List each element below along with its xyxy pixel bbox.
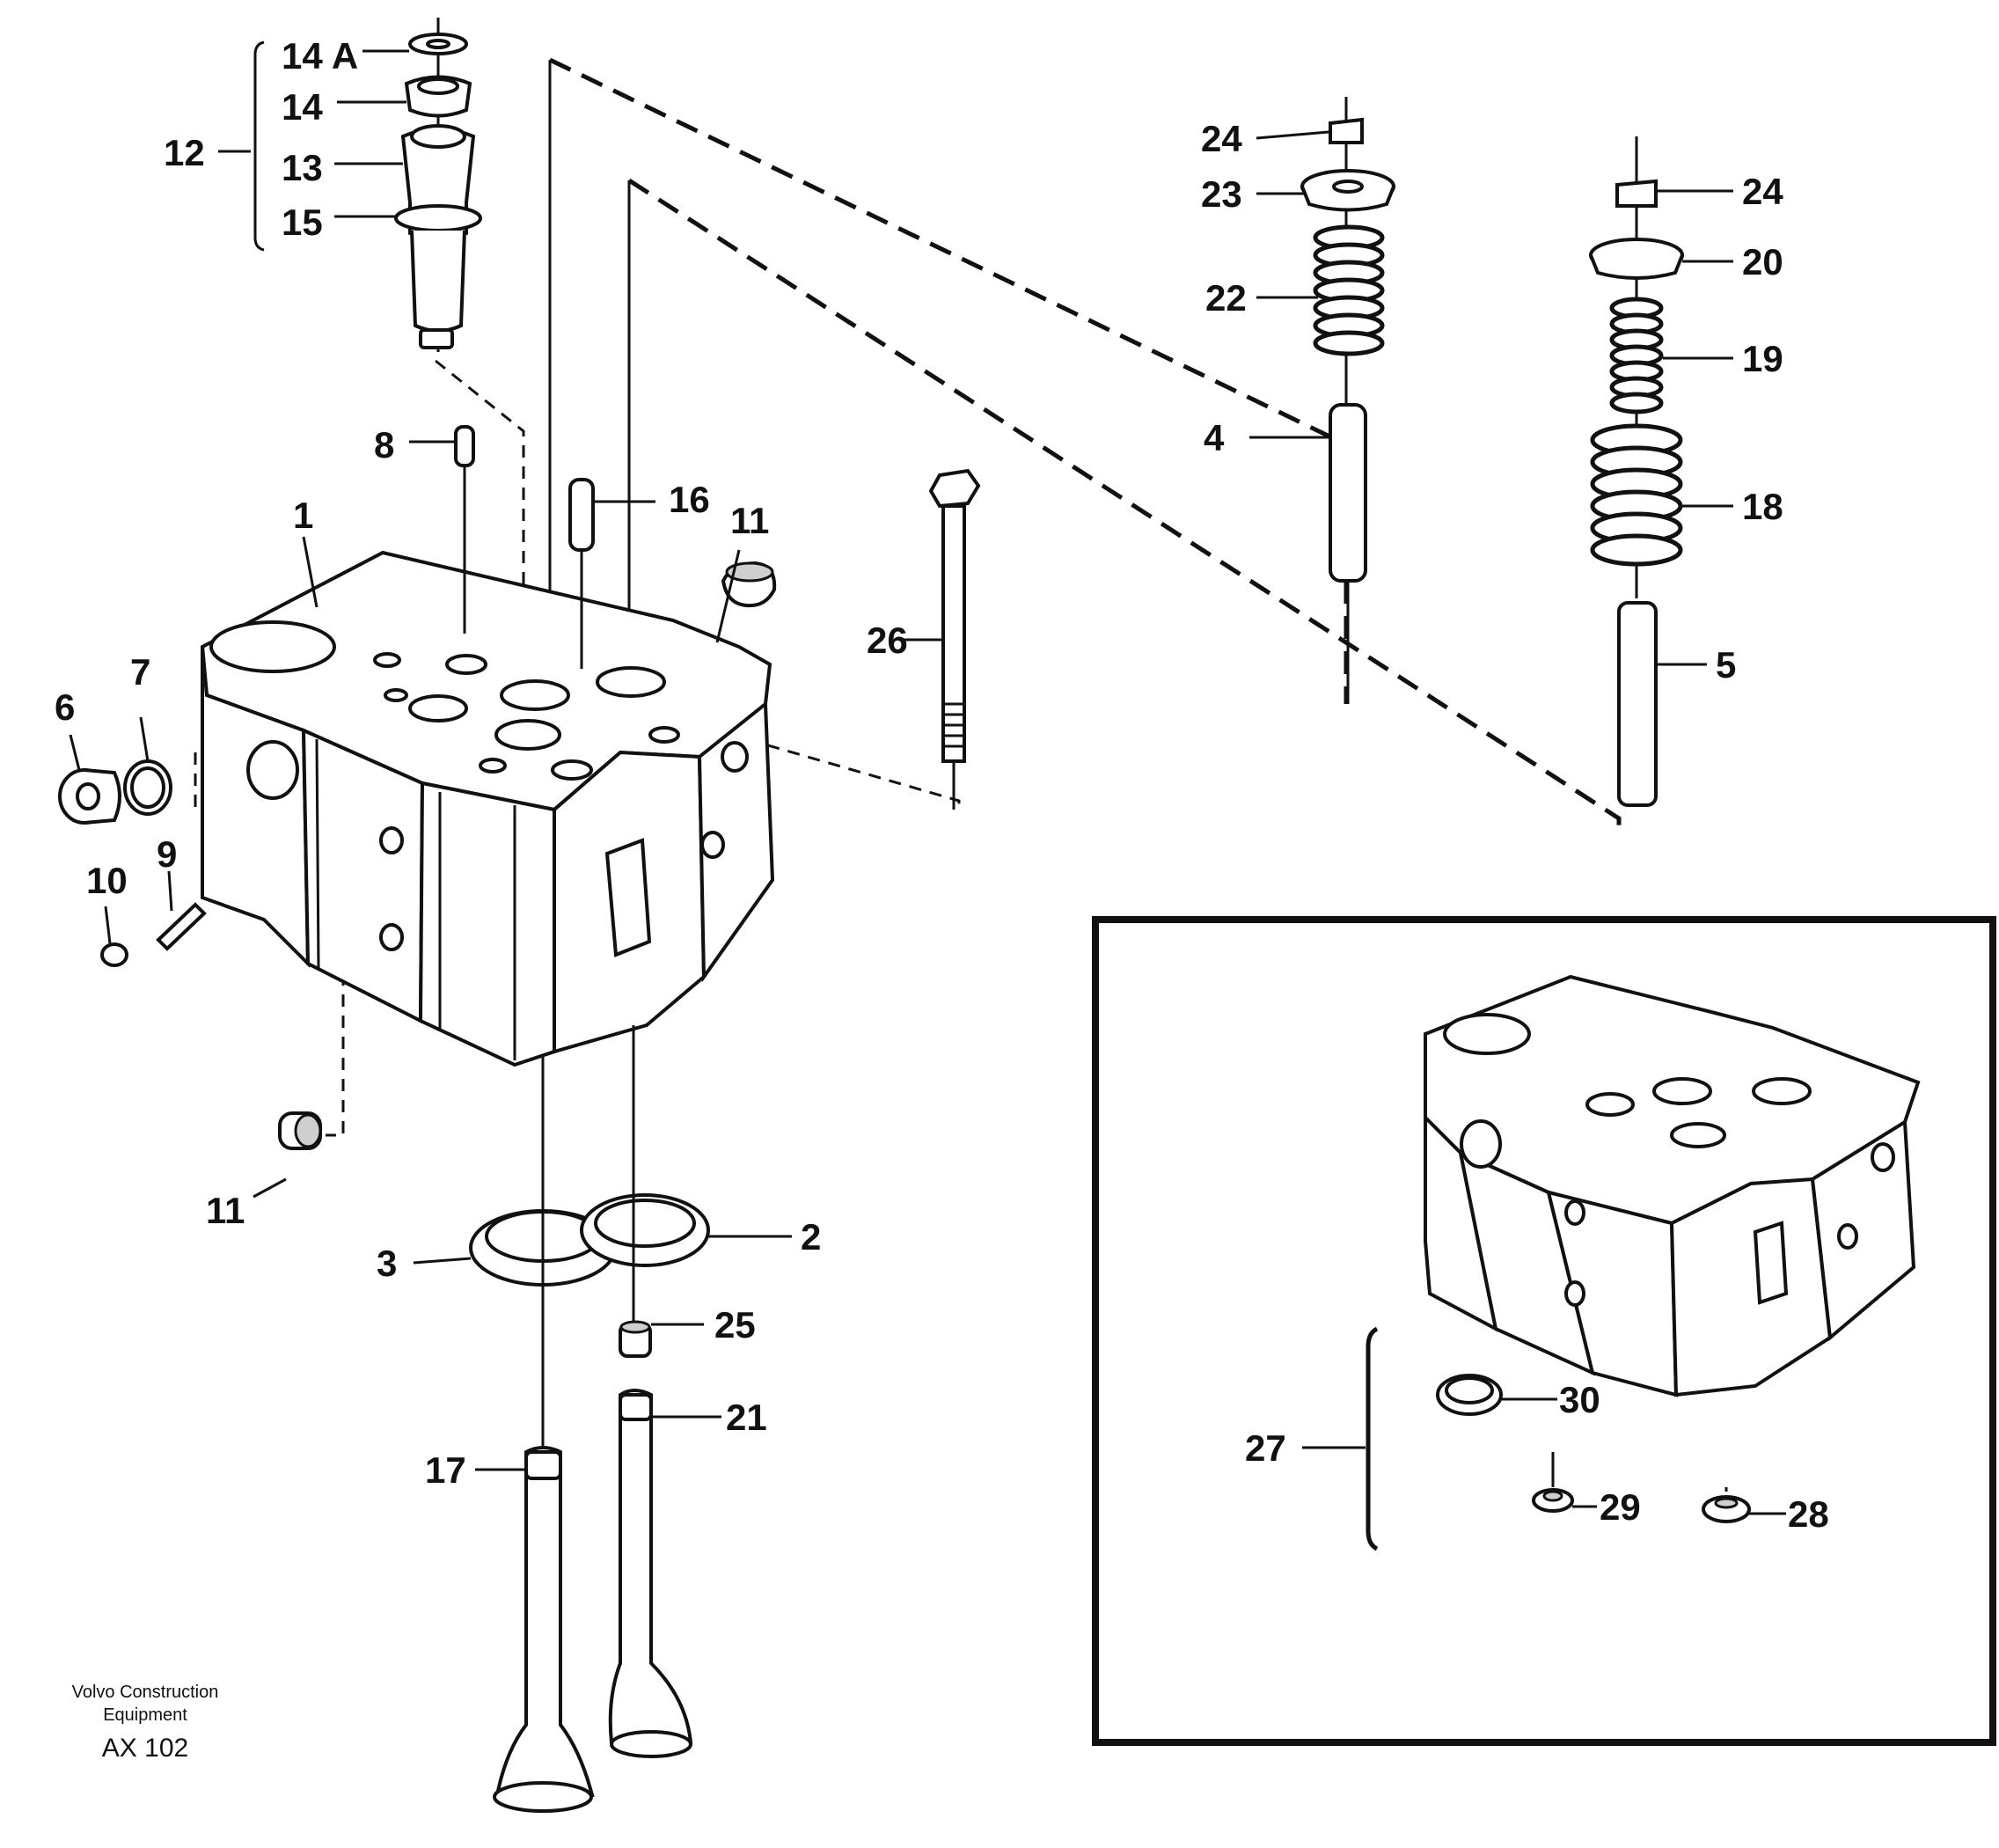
label-18: 18 (1742, 486, 1783, 527)
valve-guide-4-assembly (1300, 97, 1395, 704)
part-labels: 14 A 14 12 13 15 8 16 11 1 26 7 6 9 10 1… (55, 35, 1829, 1535)
valve-guide-5-assembly (1589, 136, 1684, 807)
plug-11-bottom (278, 1111, 322, 1150)
caption-company-line2: Equipment (103, 1705, 187, 1725)
label-8: 8 (374, 424, 394, 466)
label-26: 26 (867, 620, 908, 661)
caption-company: Volvo Construction (72, 1683, 219, 1702)
label-2: 2 (801, 1216, 821, 1258)
label-14A: 14 A (282, 35, 358, 77)
bolt-26 (928, 468, 981, 810)
label-12: 12 (164, 132, 205, 173)
label-19: 19 (1742, 338, 1783, 379)
label-21: 21 (726, 1397, 767, 1438)
plug-11-top (721, 561, 777, 608)
plug-6 (58, 768, 121, 825)
label-30: 30 (1559, 1379, 1600, 1420)
label-6: 6 (55, 686, 75, 728)
label-25: 25 (714, 1304, 756, 1346)
label-5: 5 (1716, 644, 1736, 686)
label-9: 9 (157, 833, 177, 875)
label-24-right: 24 (1742, 171, 1783, 212)
label-22: 22 (1205, 277, 1247, 319)
dowel-pin-16 (568, 478, 595, 669)
cylinder-head (200, 550, 775, 1067)
label-13: 13 (282, 147, 323, 188)
label-14: 14 (282, 86, 323, 128)
caption-code: AX 102 (102, 1734, 188, 1763)
label-7: 7 (130, 651, 150, 693)
label-23: 23 (1201, 173, 1242, 215)
label-11-top: 11 (730, 500, 769, 541)
diagram-caption: Volvo Construction Equipment AX 102 (72, 1683, 219, 1763)
label-15: 15 (282, 202, 323, 243)
label-16: 16 (669, 479, 710, 520)
inset-box-kit-27 (1092, 916, 1996, 1746)
valve-seat-ring-2 (580, 1193, 710, 1267)
leader-lines (69, 40, 1786, 1515)
label-10: 10 (86, 860, 128, 901)
label-20: 20 (1742, 241, 1783, 282)
pin-9 (156, 902, 207, 951)
label-28: 28 (1788, 1493, 1829, 1535)
dowel-pin-8 (454, 425, 475, 634)
label-11-bottom: 11 (206, 1190, 245, 1231)
injector-sleeve-assembly (394, 18, 482, 352)
label-24-left: 24 (1201, 118, 1242, 159)
valve-21 (608, 1025, 693, 1758)
label-17: 17 (425, 1449, 466, 1491)
label-3: 3 (377, 1243, 397, 1284)
valve-17 (493, 1056, 595, 1813)
valve-stem-seal-25 (619, 1320, 652, 1358)
label-4: 4 (1204, 417, 1225, 458)
plug-10 (100, 942, 128, 967)
seal-ring-7 (123, 759, 172, 816)
label-1: 1 (293, 495, 313, 536)
label-27: 27 (1245, 1427, 1286, 1469)
label-29: 29 (1600, 1486, 1641, 1528)
